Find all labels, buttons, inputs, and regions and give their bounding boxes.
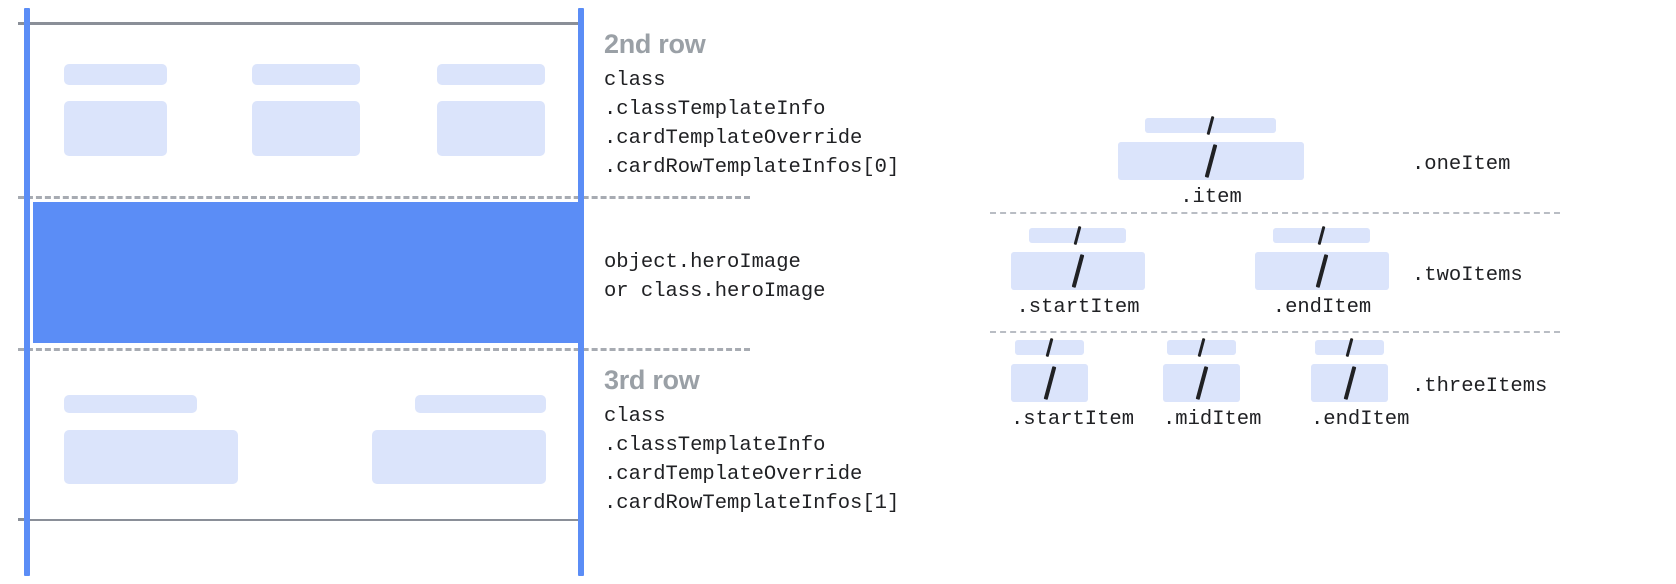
item-sublabel-bar — [1167, 337, 1236, 358]
three-items-end-sublabel: .endItem — [1311, 408, 1410, 431]
slash-icon — [1206, 115, 1215, 136]
two-items-start-slot: .startItem — [1011, 225, 1145, 319]
hero-image-band — [33, 202, 581, 343]
slash-icon — [1045, 337, 1054, 358]
three-items-end-slot: .endItem — [1311, 337, 1410, 431]
item-group-divider-lower — [990, 331, 1560, 333]
third-row-annotation: 3rd row class .classTemplateInfo .cardTe… — [604, 365, 900, 518]
third-row-title: 3rd row — [604, 365, 700, 395]
item-sublabel-bar — [1315, 337, 1384, 358]
hero-image-code: object.heroImage or class.heroImage — [604, 251, 826, 303]
one-item-sublabel: .item — [1180, 186, 1242, 209]
second-row-code: class .classTemplateInfo .cardTemplateOv… — [604, 68, 900, 179]
item-value-bar — [1011, 364, 1088, 402]
card-right-rail — [578, 8, 584, 576]
item-layout-diagram: .item .oneItem .startItem .endItem .twoI… — [960, 0, 1676, 584]
card-top-edge — [18, 22, 584, 25]
one-item-slot: .item — [1118, 115, 1304, 209]
placeholder-chip — [372, 430, 546, 484]
item-sublabel-bar — [1029, 225, 1126, 246]
card-bottom-edge — [18, 518, 584, 521]
placeholder-chip — [415, 395, 546, 413]
three-items-mid-slot: .midItem — [1163, 337, 1262, 431]
placeholder-chip — [64, 64, 167, 85]
item-sublabel-bar — [1273, 225, 1370, 246]
item-value-bar — [1118, 142, 1304, 180]
placeholder-chip — [252, 101, 360, 156]
hero-image-annotation: object.heroImage or class.heroImage — [604, 248, 825, 306]
placeholder-chip — [64, 430, 238, 484]
slash-icon — [1043, 366, 1056, 400]
placeholder-chip — [437, 64, 545, 85]
three-items-start-sublabel: .startItem — [1011, 408, 1135, 431]
card-template-diagram: 2nd row class .classTemplateInfo .cardTe… — [18, 8, 900, 576]
item-value-bar — [1311, 364, 1388, 402]
slash-icon — [1317, 225, 1326, 246]
three-items-mid-sublabel: .midItem — [1163, 408, 1262, 431]
item-sublabel-bar — [1145, 115, 1276, 136]
two-items-end-sublabel: .endItem — [1272, 296, 1372, 319]
second-row-annotation: 2nd row class .classTemplateInfo .cardTe… — [604, 29, 900, 182]
slash-icon — [1315, 254, 1329, 288]
second-row-title: 2nd row — [604, 29, 706, 59]
row-divider-lower — [18, 348, 750, 351]
placeholder-chip — [64, 395, 197, 413]
placeholder-chip — [437, 101, 545, 156]
slash-icon — [1345, 337, 1354, 358]
item-group-divider-upper — [990, 212, 1560, 214]
card-left-rail — [24, 8, 30, 576]
item-sublabel-bar — [1015, 337, 1084, 358]
slash-icon — [1343, 366, 1356, 400]
one-item-row-label: .oneItem — [1412, 153, 1511, 176]
slash-icon — [1195, 366, 1208, 400]
slash-icon — [1071, 254, 1085, 288]
item-value-bar — [1163, 364, 1240, 402]
item-value-bar — [1255, 252, 1389, 290]
placeholder-chip — [252, 64, 360, 85]
two-items-start-sublabel: .startItem — [1016, 296, 1140, 319]
three-items-row-label: .threeItems — [1412, 375, 1548, 398]
two-items-end-slot: .endItem — [1255, 225, 1389, 319]
item-value-bar — [1011, 252, 1145, 290]
slash-icon — [1197, 337, 1206, 358]
placeholder-chip — [64, 101, 167, 156]
slash-icon — [1073, 225, 1082, 246]
third-row-code: class .classTemplateInfo .cardTemplateOv… — [604, 404, 900, 515]
row-divider-upper — [18, 196, 750, 199]
two-items-row-label: .twoItems — [1412, 264, 1523, 287]
three-items-start-slot: .startItem — [1011, 337, 1135, 431]
slash-icon — [1204, 144, 1218, 178]
